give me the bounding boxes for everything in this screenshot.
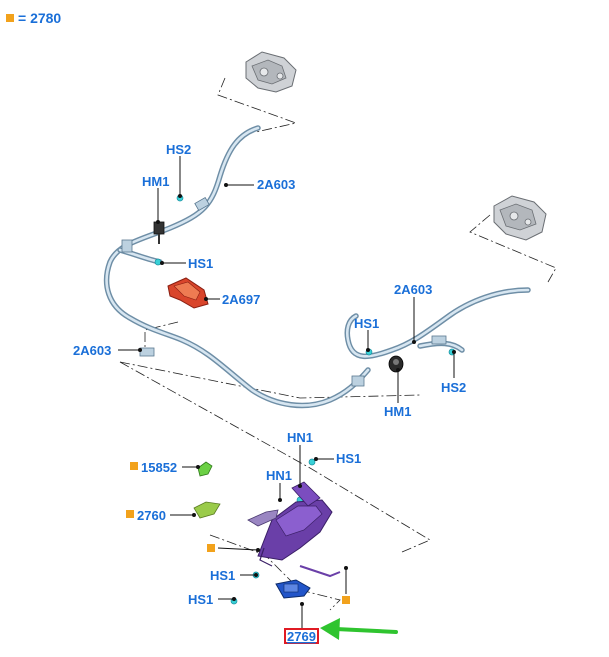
callout-hs1-left[interactable]: HS1 [188,256,213,271]
callout-15852[interactable]: 15852 [141,460,177,475]
orange-square-icon [126,510,134,518]
legend: = 2780 [6,10,61,26]
orange-square-icon [6,14,14,22]
callout-hs1-right[interactable]: HS1 [354,316,379,331]
orange-square-icon [207,544,215,552]
right-rear-cable [344,287,531,360]
legend-text: = 2780 [18,10,61,26]
orange-square-icon [342,596,350,604]
callout-hs1-bottom-b[interactable]: HS1 [188,592,213,607]
heat-shield [167,277,209,309]
callout-hs2-top[interactable]: HS2 [166,142,191,157]
equalizer-bracket [275,579,311,599]
callout-labels: HS2 HM1 2A603 HS1 2A697 2A603 2A603 HS1 … [73,142,466,607]
callout-hm1-left[interactable]: HM1 [142,174,169,189]
callout-hs2-right[interactable]: HS2 [441,380,466,395]
callout-hs1-lever[interactable]: HS1 [336,451,361,466]
orange-square-icon [130,462,138,470]
callout-hs1-bottom-a[interactable]: HS1 [210,568,235,583]
callout-2a603-right[interactable]: 2A603 [394,282,432,297]
callout-2760[interactable]: 2760 [137,508,166,523]
rear-caliper-left [245,51,297,93]
highlight-box [284,628,319,644]
left-rear-cable [103,125,371,409]
callout-2a603-upper[interactable]: 2A603 [257,177,295,192]
grommet-part [197,461,213,477]
highlighted-part: 2769 [284,618,398,644]
rear-caliper-right [493,195,547,241]
callout-hn1-upper[interactable]: HN1 [287,430,313,445]
hm1-grommet-right [388,355,404,373]
green-arrow-icon [320,618,398,640]
leader-lines [118,156,456,628]
callout-hm1-right[interactable]: HM1 [384,404,411,419]
lever-trim [193,501,221,519]
callout-2769[interactable]: 2769 [287,629,316,644]
callout-2a603-left[interactable]: 2A603 [73,343,111,358]
callout-hn1-lower[interactable]: HN1 [266,468,292,483]
parking-brake-lever [247,481,341,578]
orange-markers [126,462,350,604]
hm1-bracket-left [153,221,165,244]
callout-2a697[interactable]: 2A697 [222,292,260,307]
